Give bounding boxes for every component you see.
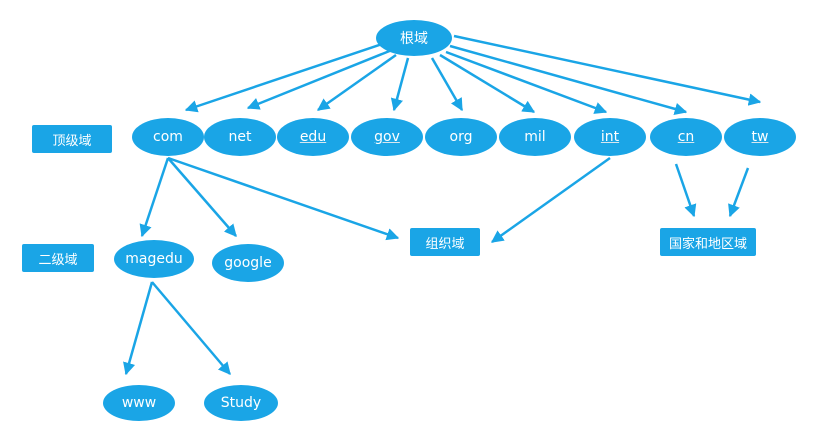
arrow-root-node-to-cn [449, 44, 688, 115]
arrow-com-to-google [167, 157, 237, 237]
arrow-com-to-org-domain [167, 156, 400, 241]
arrow-tw-to-country [728, 167, 750, 218]
tld-cn: cn [650, 118, 722, 156]
tld-org: org [425, 118, 497, 156]
tld-edu: edu [277, 118, 349, 156]
arrow-cn-to-country [674, 163, 697, 218]
host-www: www [103, 385, 175, 421]
arrow-root-node-to-org [430, 57, 464, 112]
tld-mil: mil [499, 118, 571, 156]
arrow-int-to-org-domain [490, 156, 611, 244]
arrow-root-node-to-edu [316, 53, 397, 112]
arrow-magedu-to-study [151, 281, 231, 375]
root-node: 根域 [376, 20, 452, 56]
arrow-root-node-to-tw [453, 34, 762, 106]
arrow-com-to-magedu [139, 157, 170, 238]
tld-int: int [574, 118, 646, 156]
arrow-magedu-to-www [123, 281, 154, 376]
host-study: Study [204, 385, 278, 421]
level-label-top: 顶级域 [32, 125, 112, 153]
sld-magedu: magedu [114, 240, 194, 278]
arrow-root-node-to-com [184, 40, 389, 113]
category-country-domain: 国家和地区域 [660, 228, 756, 256]
tld-com: com [132, 118, 204, 156]
tld-net: net [204, 118, 276, 156]
level-label-second: 二级域 [22, 244, 94, 272]
tld-gov: gov [351, 118, 423, 156]
tld-tw: tw [724, 118, 796, 156]
arrow-root-node-to-mil [439, 53, 536, 114]
sld-google: google [212, 244, 284, 282]
arrow-root-node-to-gov [390, 57, 410, 112]
arrow-root-node-to-int [445, 50, 608, 114]
arrow-root-node-to-net [246, 48, 393, 110]
category-org-domain: 组织域 [410, 228, 480, 256]
